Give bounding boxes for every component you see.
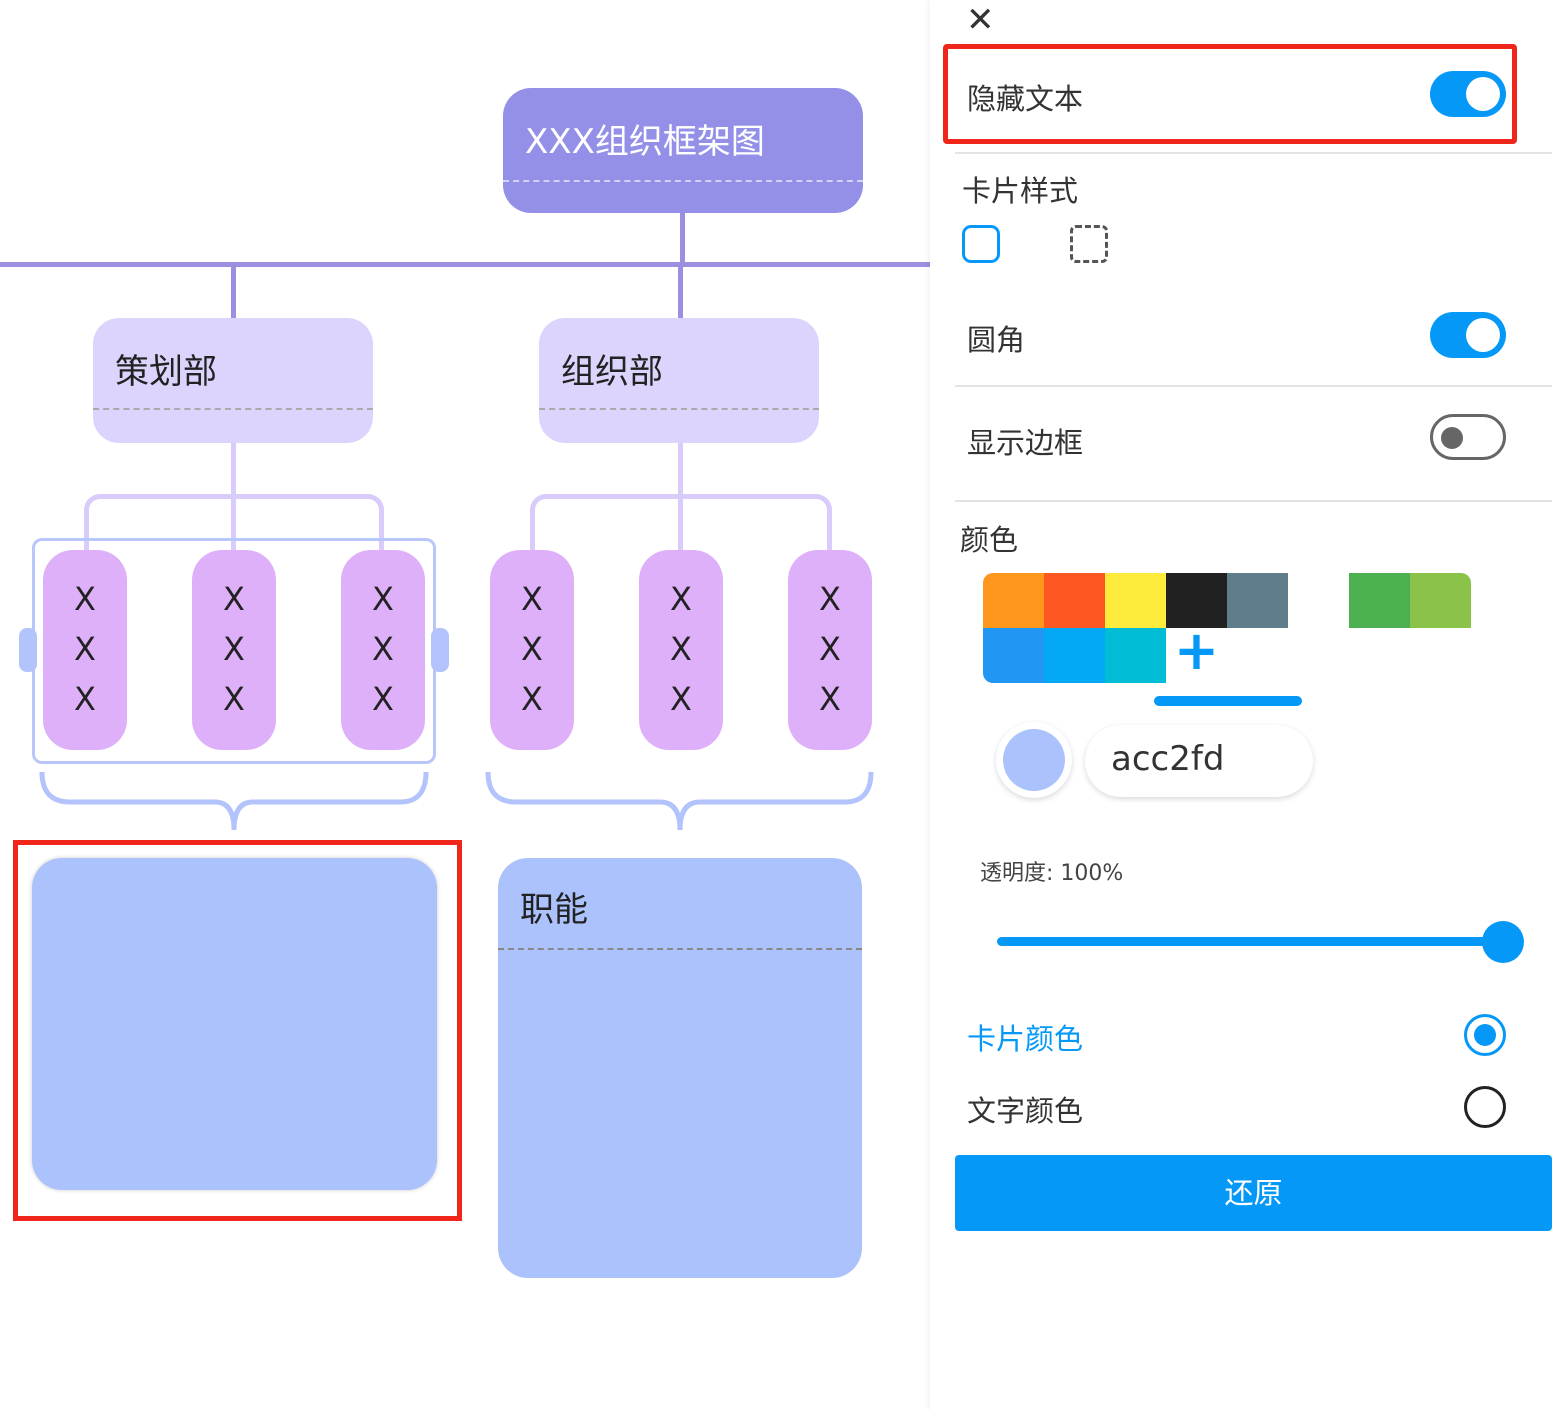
text-color-option-label[interactable]: 文字颜色 bbox=[967, 1094, 1084, 1128]
color-label: 颜色 bbox=[960, 523, 1019, 557]
color-swatch[interactable] bbox=[1166, 573, 1227, 628]
card-color-radio[interactable] bbox=[1464, 1014, 1506, 1056]
function-card[interactable]: 职能 bbox=[498, 858, 862, 1278]
connector bbox=[231, 265, 236, 320]
show-border-label: 显示边框 bbox=[967, 426, 1084, 460]
close-icon[interactable]: ✕ bbox=[966, 0, 995, 40]
highlight-box bbox=[943, 44, 1517, 144]
show-border-toggle[interactable] bbox=[1430, 414, 1506, 460]
child-node[interactable]: X X X bbox=[341, 550, 425, 750]
card-style-dashed-option[interactable] bbox=[1070, 225, 1108, 263]
child-node[interactable]: X X X bbox=[788, 550, 872, 750]
card-style-label: 卡片样式 bbox=[962, 174, 1079, 208]
color-swatch[interactable] bbox=[1105, 628, 1166, 683]
resize-handle[interactable] bbox=[19, 628, 37, 672]
color-preview[interactable] bbox=[996, 722, 1072, 798]
dept-node[interactable]: 组织部 bbox=[539, 318, 819, 443]
color-swatch[interactable] bbox=[1349, 573, 1410, 628]
color-swatch[interactable] bbox=[1410, 573, 1471, 628]
child-node[interactable]: X X X bbox=[192, 550, 276, 750]
hex-color-input[interactable]: acc2fd bbox=[1085, 725, 1313, 797]
connector bbox=[0, 262, 930, 267]
card-title: 职能 bbox=[520, 890, 588, 930]
connector bbox=[678, 265, 683, 320]
color-palette: + bbox=[983, 573, 1473, 683]
dept-title: 策划部 bbox=[115, 352, 217, 392]
color-swatch[interactable] bbox=[1105, 573, 1166, 628]
rounded-label: 圆角 bbox=[967, 323, 1026, 357]
brace bbox=[39, 771, 874, 831]
mindmap-canvas[interactable]: XXX组织框架图 策划部 组织部 X X X X X X X X X X X X… bbox=[0, 0, 930, 1410]
add-color-button[interactable]: + bbox=[1173, 619, 1220, 682]
opacity-slider-thumb[interactable] bbox=[1482, 921, 1524, 963]
child-node[interactable]: X X X bbox=[639, 550, 723, 750]
tab-indicator bbox=[1154, 696, 1302, 706]
color-swatch[interactable] bbox=[983, 628, 1044, 683]
color-swatch[interactable] bbox=[983, 573, 1044, 628]
resize-handle[interactable] bbox=[431, 628, 449, 672]
root-node-title: XXX组织框架图 bbox=[525, 122, 765, 162]
child-node[interactable]: X X X bbox=[43, 550, 127, 750]
hide-text-toggle[interactable] bbox=[1430, 71, 1506, 117]
child-node[interactable]: X X X bbox=[490, 550, 574, 750]
text-color-radio[interactable] bbox=[1464, 1086, 1506, 1128]
color-swatch[interactable] bbox=[1044, 628, 1105, 683]
hide-text-label: 隐藏文本 bbox=[967, 82, 1084, 116]
opacity-slider[interactable] bbox=[997, 937, 1503, 946]
highlight-box bbox=[13, 840, 462, 1221]
color-swatch[interactable] bbox=[1227, 573, 1288, 628]
rounded-toggle[interactable] bbox=[1430, 312, 1506, 358]
color-swatch[interactable] bbox=[1044, 573, 1105, 628]
connector bbox=[680, 210, 685, 265]
card-style-solid-option[interactable] bbox=[962, 225, 1000, 263]
root-node[interactable]: XXX组织框架图 bbox=[503, 88, 863, 213]
card-color-option-label[interactable]: 卡片颜色 bbox=[967, 1022, 1084, 1056]
dept-node[interactable]: 策划部 bbox=[93, 318, 373, 443]
dept-title: 组织部 bbox=[561, 352, 663, 392]
reset-button[interactable]: 还原 bbox=[955, 1155, 1552, 1231]
style-panel: ✕ 隐藏文本 卡片样式 圆角 显示边框 颜色 + acc2fd 透明度: 100… bbox=[930, 0, 1552, 1410]
function-card-empty[interactable] bbox=[32, 858, 437, 1190]
opacity-label: 透明度: 100% bbox=[980, 861, 1124, 886]
